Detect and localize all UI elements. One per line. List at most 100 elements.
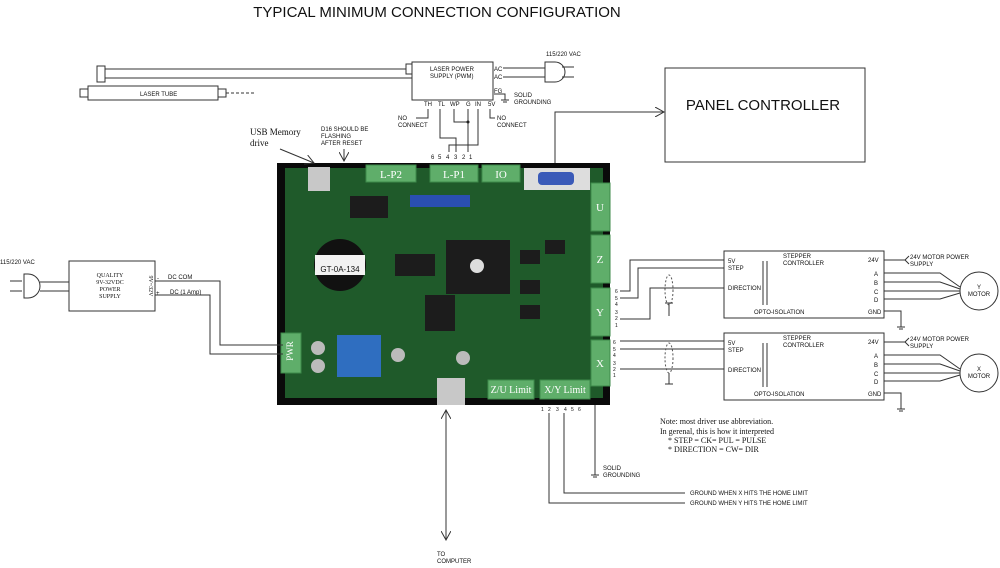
direction-pin-label: DIRECTION — [728, 286, 761, 292]
minus-label: - — [157, 276, 159, 282]
phase-c-label: C — [874, 290, 879, 296]
d16-note: D16 SHOULD BE — [321, 127, 368, 133]
driver-title: CONTROLLER — [783, 343, 825, 349]
connector-pwr[interactable] — [280, 332, 302, 374]
svg-text:1: 1 — [469, 155, 473, 161]
usb-memory-port[interactable] — [308, 167, 330, 191]
connector-z[interactable] — [590, 234, 611, 284]
svg-text:2: 2 — [615, 316, 618, 322]
usb-computer-port[interactable] — [437, 378, 465, 405]
motor-label: MOTOR — [968, 292, 991, 298]
ac-pin-label: AC — [494, 67, 503, 73]
y-home-limit-note: GROUND WHEN Y HITS THE HOME LIMIT — [690, 501, 808, 507]
opto-label: OPTO-ISOLATION — [754, 392, 804, 398]
no-connect-label: CONNECT — [497, 123, 527, 129]
svg-text:3: 3 — [615, 310, 618, 316]
pin-th: TH — [424, 102, 432, 108]
svg-text:In gerenal, this is how it int: In gerenal, this is how it interpreted — [660, 427, 774, 436]
x-home-limit-note: GROUND WHEN X HITS THE HOME LIMIT — [690, 491, 808, 497]
grounding-label: SOLID — [514, 93, 533, 99]
svg-text:5: 5 — [438, 155, 442, 161]
svg-text:2: 2 — [462, 155, 466, 161]
phase-a-label: A — [874, 354, 878, 360]
connector-z-label: Z — [597, 254, 604, 266]
svg-text:3: 3 — [613, 361, 616, 367]
connector-zu-limit[interactable] — [487, 379, 535, 400]
fg-pin-label: FG — [494, 89, 503, 95]
connector-y[interactable] — [590, 287, 611, 337]
mains-label: 115/220 VAC — [546, 52, 581, 58]
motor-label: X — [977, 367, 981, 373]
svg-text:6: 6 — [613, 340, 616, 346]
connector-u[interactable] — [590, 182, 611, 232]
connector-zu-limit-label: Z/U Limit — [491, 385, 532, 396]
limit-pin-numbers: 1 2 3 4 5 6 — [541, 407, 581, 413]
d16-note: AFTER RESET — [321, 141, 363, 147]
svg-text:3: 3 — [454, 155, 458, 161]
direction-pin-label: DIRECTION — [728, 368, 761, 374]
svg-text:4: 4 — [615, 302, 618, 308]
psu-voltage-label: 9V~32V — [147, 276, 153, 298]
to-computer-label: COMPUTER — [437, 559, 472, 565]
no-connect-label: CONNECT — [398, 123, 428, 129]
lp1-pin-numbers: 6 5 4 3 2 1 — [431, 155, 473, 161]
mains-label: 115/220 VAC — [0, 260, 35, 266]
svg-text:3: 3 — [556, 407, 559, 413]
svg-text:1: 1 — [615, 323, 618, 329]
connector-lp1[interactable] — [429, 164, 479, 183]
ac-pin-label: AC — [494, 75, 503, 81]
svg-text:Note: most driver use abbrevia: Note: most driver use abbreviation. — [660, 417, 773, 426]
svg-text:* DIRECTION = CW= DIR: * DIRECTION = CW= DIR — [668, 445, 759, 454]
board-sticker: GT-0A-134 — [320, 265, 360, 274]
motor-label: Y — [977, 285, 981, 291]
no-connect-label: NO — [398, 116, 407, 122]
laser-psu-label: LASER POWER — [430, 67, 475, 73]
phase-d-label: D — [874, 298, 879, 304]
pin-in: IN — [475, 102, 481, 108]
gnd-pin-label: GND — [868, 310, 882, 316]
controller-board: GT-0A-134 L-P2 L-P1 IO U Z Y X PWR Z/U L… — [277, 163, 611, 405]
svg-text:4: 4 — [564, 407, 567, 413]
24v-pin-label: 24V — [868, 258, 879, 264]
laser-tube-label: LASER TUBE — [140, 92, 177, 98]
svg-text:6: 6 — [431, 155, 435, 161]
motor-supply-label: SUPPLY — [910, 344, 933, 350]
svg-text:4: 4 — [446, 155, 450, 161]
x-pin-numbers: 6 5 4 3 2 1 — [613, 340, 616, 379]
abbreviation-note: Note: most driver use abbreviation. In g… — [660, 417, 774, 454]
usb-memory-label: USB Memory — [250, 127, 301, 137]
phase-a-label: A — [874, 272, 878, 278]
pin-tl: TL — [438, 102, 446, 108]
psu-label: QUALITY — [97, 273, 124, 279]
d16-note: FLASHING — [321, 134, 351, 140]
svg-text:6: 6 — [578, 407, 581, 413]
connector-lp1-label: L-P1 — [443, 169, 465, 181]
svg-text:1: 1 — [613, 373, 616, 379]
stepper-driver-y: 5V STEP DIRECTION STEPPER CONTROLLER OPT… — [723, 250, 999, 330]
connector-x[interactable] — [590, 339, 611, 387]
connector-lp2-label: L-P2 — [380, 169, 402, 181]
connector-lp2[interactable] — [365, 164, 417, 183]
connector-xy-limit-label: X/Y Limit — [544, 385, 586, 396]
pin-g: G — [466, 102, 471, 108]
5v-pin-label: 5V — [728, 341, 735, 347]
grounding-label: GROUNDING — [603, 473, 641, 479]
24v-pin-label: 24V — [868, 340, 879, 346]
opto-label: OPTO-ISOLATION — [754, 310, 804, 316]
grounding-label: GROUNDING — [514, 100, 552, 106]
psu-label: 9V-32VDC — [96, 280, 123, 286]
svg-text:1: 1 — [541, 407, 544, 413]
connector-xy-limit[interactable] — [539, 379, 591, 400]
page-title: TYPICAL MINIMUM CONNECTION CONFIGURATION — [253, 4, 621, 21]
grounding-label: SOLID — [603, 466, 622, 472]
laser-tube: LASER TUBE — [79, 63, 415, 101]
connector-io[interactable] — [481, 164, 521, 183]
x-motor — [959, 353, 999, 393]
usb-memory-label: drive — [250, 138, 269, 148]
panel-controller: PANEL CONTROLLER — [555, 67, 866, 180]
svg-text:5: 5 — [613, 347, 616, 353]
svg-text:4: 4 — [613, 353, 616, 359]
dc-com-label: DC COM — [168, 275, 192, 281]
svg-text:2: 2 — [548, 407, 551, 413]
